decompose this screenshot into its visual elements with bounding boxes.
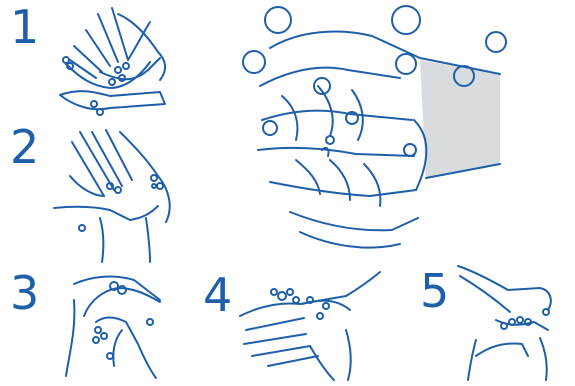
step-3-hands-illustration	[66, 277, 160, 378]
step-2-hands-illustration	[54, 130, 170, 262]
step-5-hands-illustration	[458, 266, 551, 380]
step-4-hands-illustration	[240, 272, 380, 380]
step-1-hands-illustration	[60, 8, 165, 115]
interlaced-fingers-illustration	[243, 6, 506, 248]
